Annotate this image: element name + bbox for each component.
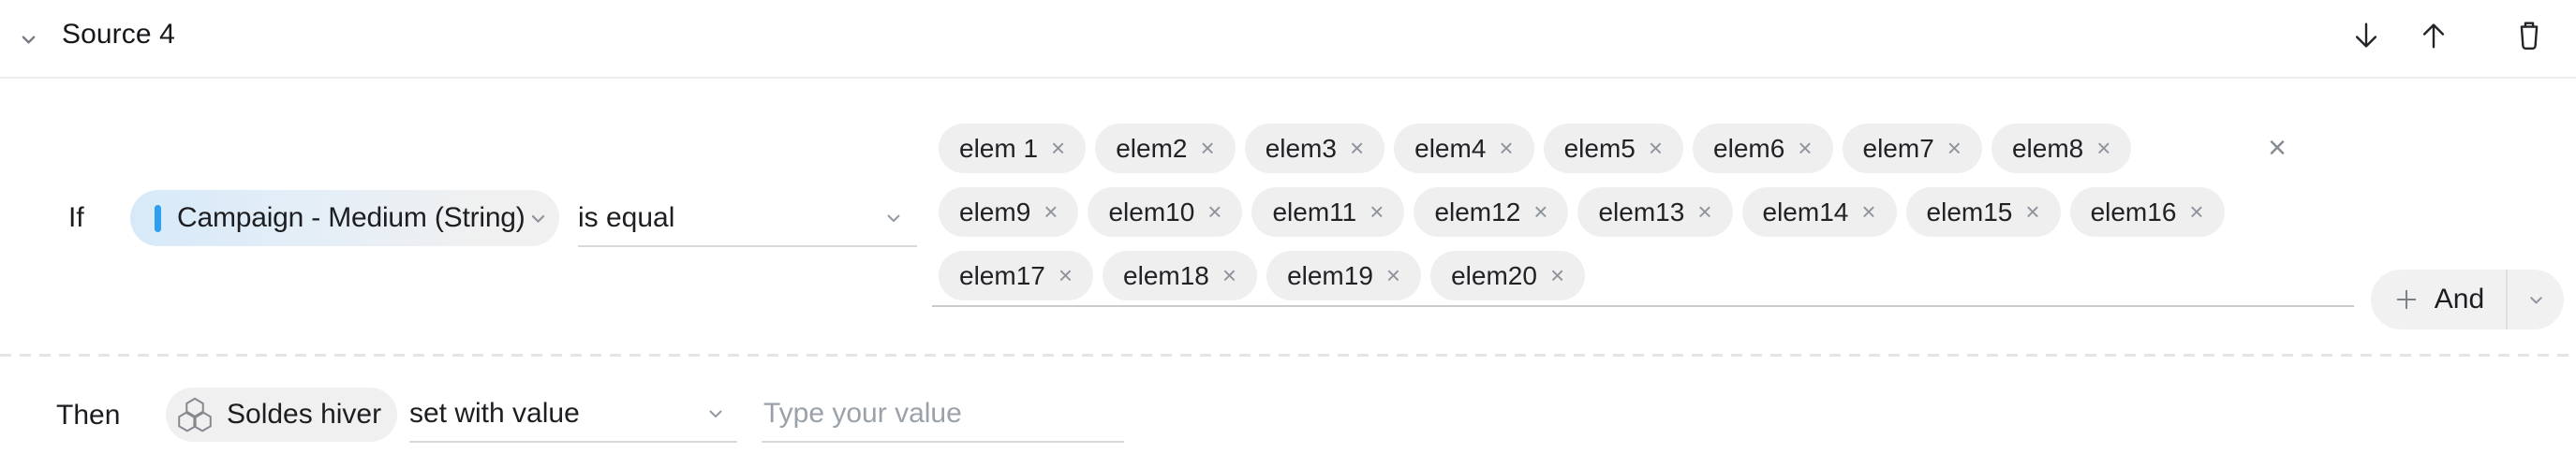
- then-label: Then: [56, 400, 121, 431]
- arrow-up-icon: [2417, 19, 2450, 52]
- value-chip-label: elem7: [1862, 133, 1934, 163]
- chevron-down-icon: [703, 402, 728, 426]
- value-chip-label: elem13: [1598, 197, 1685, 227]
- and-options-dropdown-button[interactable]: [2508, 270, 2564, 329]
- add-condition-split-button: And: [2371, 270, 2564, 329]
- value-chip[interactable]: elem4 ×: [1394, 124, 1534, 173]
- clear-values-button[interactable]: ×: [2256, 124, 2299, 173]
- condition-field-select[interactable]: Campaign - Medium (String): [130, 190, 559, 246]
- remove-value-icon[interactable]: ×: [1549, 260, 1565, 289]
- value-chip[interactable]: elem9 ×: [939, 187, 1079, 237]
- remove-value-icon[interactable]: ×: [1648, 133, 1664, 162]
- value-chip-label: elem9: [959, 197, 1031, 227]
- remove-value-icon[interactable]: ×: [1697, 197, 1712, 226]
- value-chip-label: elem12: [1434, 197, 1521, 227]
- value-chip[interactable]: elem7 ×: [1842, 124, 1982, 173]
- value-chip-label: elem15: [1926, 197, 2013, 227]
- value-chip-label: elem10: [1108, 197, 1195, 227]
- remove-value-icon[interactable]: ×: [1221, 260, 1237, 289]
- value-chip[interactable]: elem6 ×: [1693, 124, 1833, 173]
- remove-value-icon[interactable]: ×: [1947, 133, 1962, 162]
- and-button-label: And: [2434, 284, 2485, 314]
- plus-icon: [2392, 285, 2421, 314]
- source-title: Source 4: [62, 19, 175, 50]
- hexagon-cluster-icon: [176, 397, 214, 432]
- move-source-up-button[interactable]: [2411, 13, 2456, 58]
- value-chip[interactable]: elem12 ×: [1414, 187, 1569, 237]
- value-chip[interactable]: elem14 ×: [1741, 187, 1897, 237]
- collapse-source-button[interactable]: [7, 19, 49, 60]
- value-chip[interactable]: elem17 ×: [939, 251, 1094, 300]
- value-chip[interactable]: elem8 ×: [1991, 124, 2132, 173]
- value-chip[interactable]: elem10 ×: [1088, 187, 1243, 237]
- value-chip[interactable]: elem20 ×: [1430, 251, 1586, 300]
- value-chip-label: elem19: [1287, 260, 1373, 290]
- source-header: [0, 0, 2576, 79]
- value-chip-label: elem14: [1762, 197, 1849, 227]
- value-chip[interactable]: elem5 ×: [1543, 124, 1684, 173]
- value-chip[interactable]: elem11 ×: [1251, 187, 1405, 237]
- chevron-down-icon: [16, 27, 41, 52]
- remove-value-icon[interactable]: ×: [1798, 133, 1813, 162]
- value-chip-label: elem6: [1713, 133, 1785, 163]
- remove-value-icon[interactable]: ×: [1861, 197, 1876, 226]
- button-divider: [2506, 270, 2508, 329]
- value-chip[interactable]: elem3 ×: [1244, 124, 1385, 173]
- value-chip-label: elem3: [1265, 133, 1337, 163]
- value-chip[interactable]: elem15 ×: [1905, 187, 2061, 237]
- value-chip-label: elem5: [1563, 133, 1636, 163]
- condition-operator-select[interactable]: is equal: [578, 190, 917, 247]
- action-operation-value: set with value: [409, 398, 580, 429]
- value-chip-label: elem20: [1451, 260, 1537, 290]
- trash-icon: [2512, 19, 2546, 52]
- chevron-down-icon: [2524, 288, 2548, 312]
- chevron-down-icon: [881, 206, 906, 230]
- remove-value-icon[interactable]: ×: [2096, 133, 2111, 162]
- remove-value-icon[interactable]: ×: [2189, 197, 2204, 226]
- value-chip[interactable]: elem2 ×: [1095, 124, 1236, 173]
- if-label: If: [68, 202, 84, 233]
- remove-value-icon[interactable]: ×: [1499, 133, 1514, 162]
- section-divider: [0, 354, 2576, 357]
- action-operation-select[interactable]: set with value: [409, 387, 737, 443]
- value-chip-label: elem18: [1123, 260, 1209, 290]
- remove-value-icon[interactable]: ×: [1349, 133, 1365, 162]
- action-target-label: Soldes hiver: [227, 399, 382, 430]
- remove-value-icon[interactable]: ×: [1200, 133, 1215, 162]
- delete-source-button[interactable]: [2507, 13, 2552, 58]
- add-and-condition-button[interactable]: And: [2371, 270, 2506, 329]
- remove-value-icon[interactable]: ×: [1385, 260, 1401, 289]
- remove-value-icon[interactable]: ×: [1533, 197, 1548, 226]
- arrow-down-icon: [2349, 19, 2383, 52]
- value-chip[interactable]: elem16 ×: [2069, 187, 2225, 237]
- value-chip[interactable]: elem13 ×: [1577, 187, 1733, 237]
- chevron-down-icon: [526, 206, 551, 231]
- remove-value-icon[interactable]: ×: [1369, 197, 1384, 226]
- close-icon: ×: [2268, 130, 2287, 166]
- action-value-input[interactable]: [762, 398, 1124, 441]
- move-source-down-button[interactable]: [2344, 13, 2389, 58]
- action-target-select[interactable]: Soldes hiver: [166, 388, 397, 442]
- condition-operator-value: is equal: [578, 201, 675, 233]
- remove-value-icon[interactable]: ×: [1207, 197, 1222, 226]
- value-chip-label: elem16: [2090, 197, 2177, 227]
- value-chip-label: elem2: [1116, 133, 1188, 163]
- values-field-underline: [932, 305, 2354, 307]
- value-chip[interactable]: elem19 ×: [1266, 251, 1422, 300]
- value-chip-label: elem11: [1272, 197, 1357, 227]
- value-chips: elem 1×elem2×elem3×elem4×elem5×elem6×ele…: [939, 124, 2250, 300]
- value-chip-label: elem 1: [959, 133, 1039, 163]
- field-accent-bar: [155, 204, 161, 232]
- action-value-field: [762, 387, 1124, 443]
- value-chip-label: elem8: [2011, 133, 2084, 163]
- value-chip-label: elem4: [1414, 133, 1487, 163]
- value-chip[interactable]: elem 1 ×: [939, 124, 1087, 173]
- condition-field-label: Campaign - Medium (String): [177, 202, 526, 233]
- value-chip-label: elem17: [959, 260, 1045, 290]
- value-chip[interactable]: elem18 ×: [1103, 251, 1258, 300]
- remove-value-icon[interactable]: ×: [1051, 133, 1066, 162]
- remove-value-icon[interactable]: ×: [1044, 197, 1059, 226]
- remove-value-icon[interactable]: ×: [2025, 197, 2040, 226]
- remove-value-icon[interactable]: ×: [1058, 260, 1073, 289]
